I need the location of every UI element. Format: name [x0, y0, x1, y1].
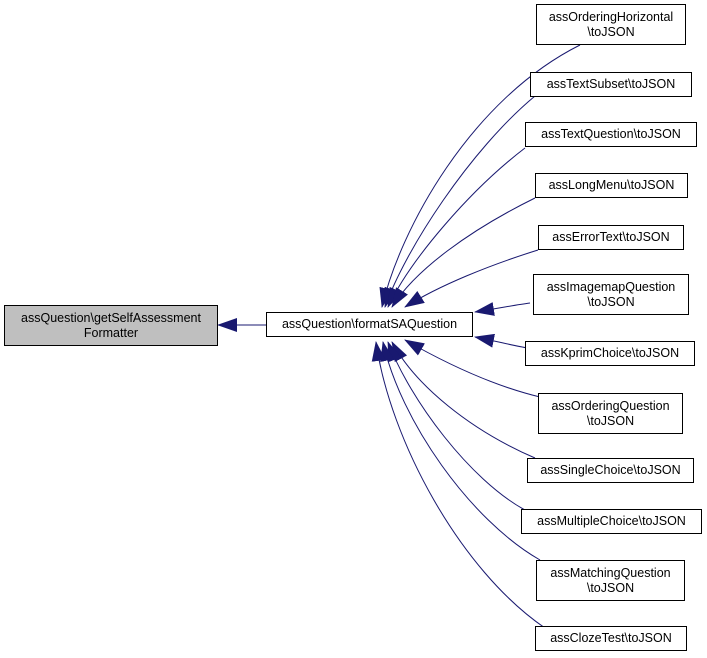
edge-caller — [379, 44, 581, 308]
node-caller[interactable]: assTextSubset\toJSON — [530, 72, 692, 97]
node-caller[interactable]: assMatchingQuestion \toJSON — [536, 560, 685, 601]
node-center[interactable]: assQuestion\formatSAQuestion — [266, 312, 473, 337]
node-caller[interactable]: assKprimChoice\toJSON — [525, 341, 695, 366]
edge-caller — [474, 302, 531, 316]
node-caller[interactable]: assMultipleChoice\toJSON — [521, 509, 702, 534]
edge-caller — [391, 341, 536, 459]
edge-caller — [474, 333, 529, 349]
edge-caller — [387, 341, 526, 511]
edge-caller — [371, 341, 546, 629]
node-caller[interactable]: assErrorText\toJSON — [538, 225, 684, 250]
node-root[interactable]: assQuestion\getSelfAssessment Formatter — [4, 305, 218, 346]
node-caller[interactable]: assTextQuestion\toJSON — [525, 122, 697, 147]
edge-caller — [384, 95, 536, 308]
node-caller[interactable]: assSingleChoice\toJSON — [527, 458, 694, 483]
node-caller[interactable]: assOrderingHorizontal \toJSON — [536, 4, 686, 45]
edge-caller — [380, 341, 541, 561]
edge-caller — [404, 249, 539, 308]
node-caller[interactable]: assImagemapQuestion \toJSON — [533, 274, 689, 315]
node-caller[interactable]: assLongMenu\toJSON — [535, 173, 688, 198]
edge-caller — [391, 197, 536, 308]
edge-caller — [404, 339, 541, 398]
node-caller[interactable]: assOrderingQuestion \toJSON — [538, 393, 683, 434]
node-caller[interactable]: assClozeTest\toJSON — [535, 626, 687, 651]
edge-caller — [387, 147, 526, 308]
